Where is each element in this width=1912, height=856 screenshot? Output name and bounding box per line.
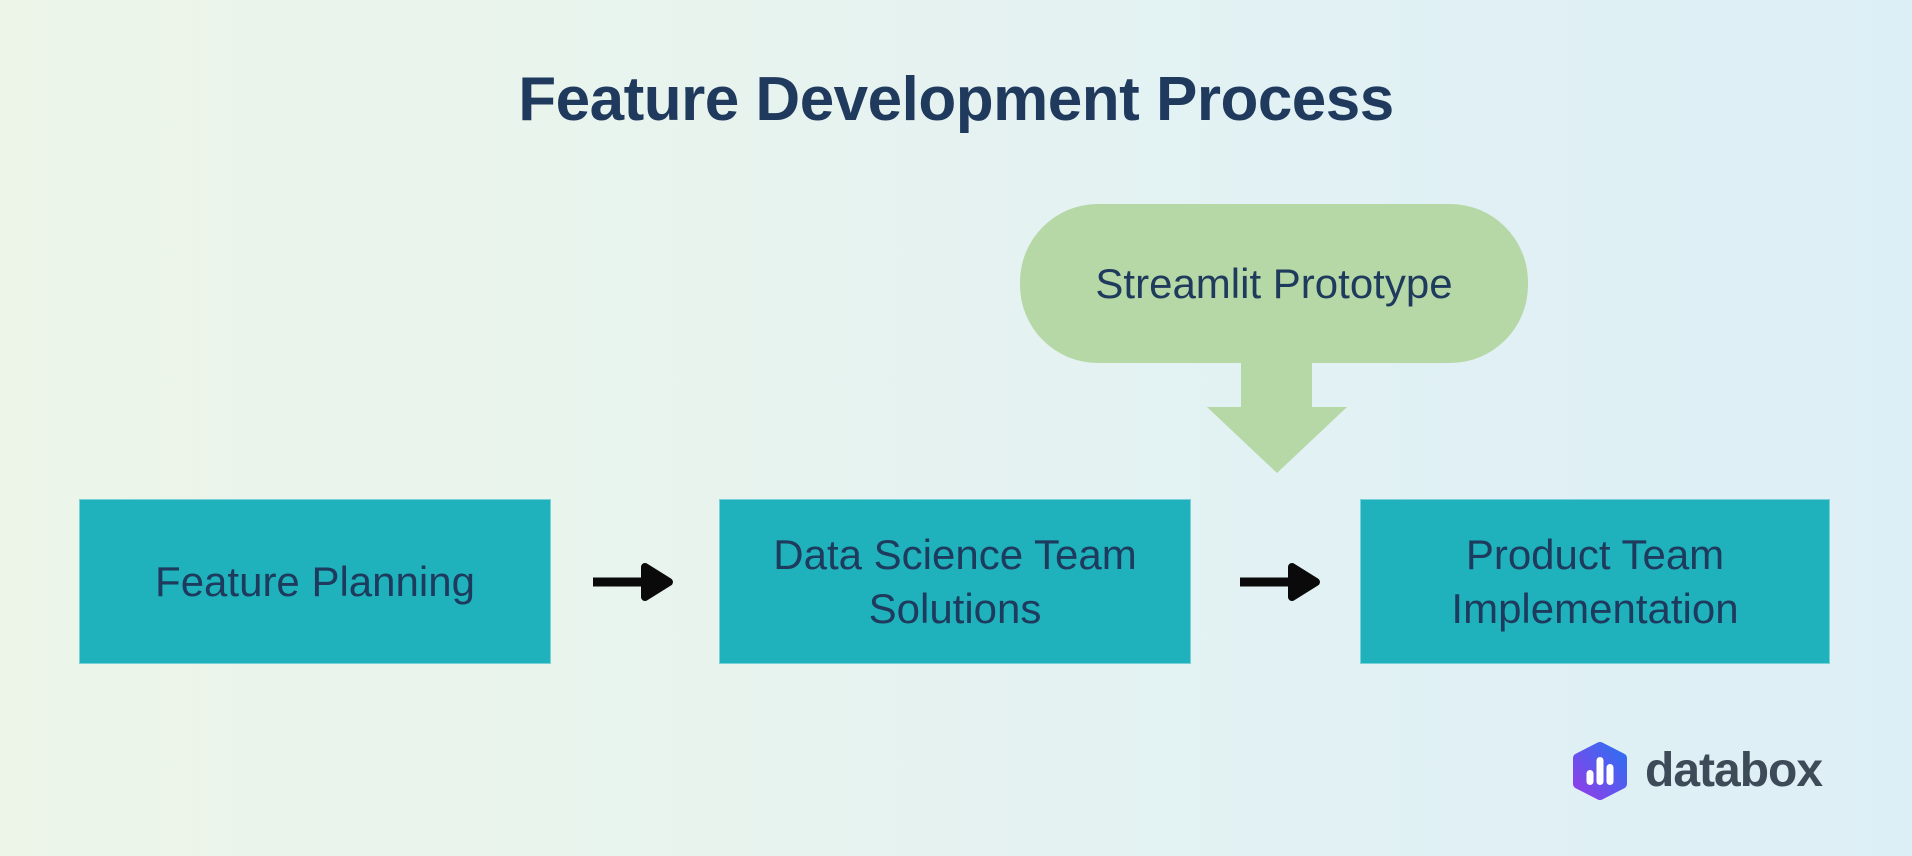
callout-bubble: Streamlit Prototype xyxy=(1020,204,1528,363)
page-title: Feature Development Process xyxy=(518,65,1394,134)
step-box-feature-planning: Feature Planning xyxy=(79,499,551,664)
brand-logo: databox xyxy=(1573,742,1823,800)
step-label: Data Science Team Solutions xyxy=(773,530,1137,632)
right-arrow-icon xyxy=(593,563,673,601)
step-box-data-science-team-solutions: Data Science Team Solutions xyxy=(719,499,1191,664)
bar-chart-hexagon-icon xyxy=(1573,742,1627,800)
right-arrow-icon xyxy=(1240,563,1320,601)
step-label: Feature Planning xyxy=(155,557,475,605)
step-box-product-team-implementation: Product Team Implementation xyxy=(1360,499,1830,664)
callout-down-arrow-icon xyxy=(1207,362,1347,473)
step-label: Product Team Implementation xyxy=(1451,530,1739,632)
brand-wordmark: databox xyxy=(1645,744,1823,797)
callout-label: Streamlit Prototype xyxy=(1095,259,1453,307)
